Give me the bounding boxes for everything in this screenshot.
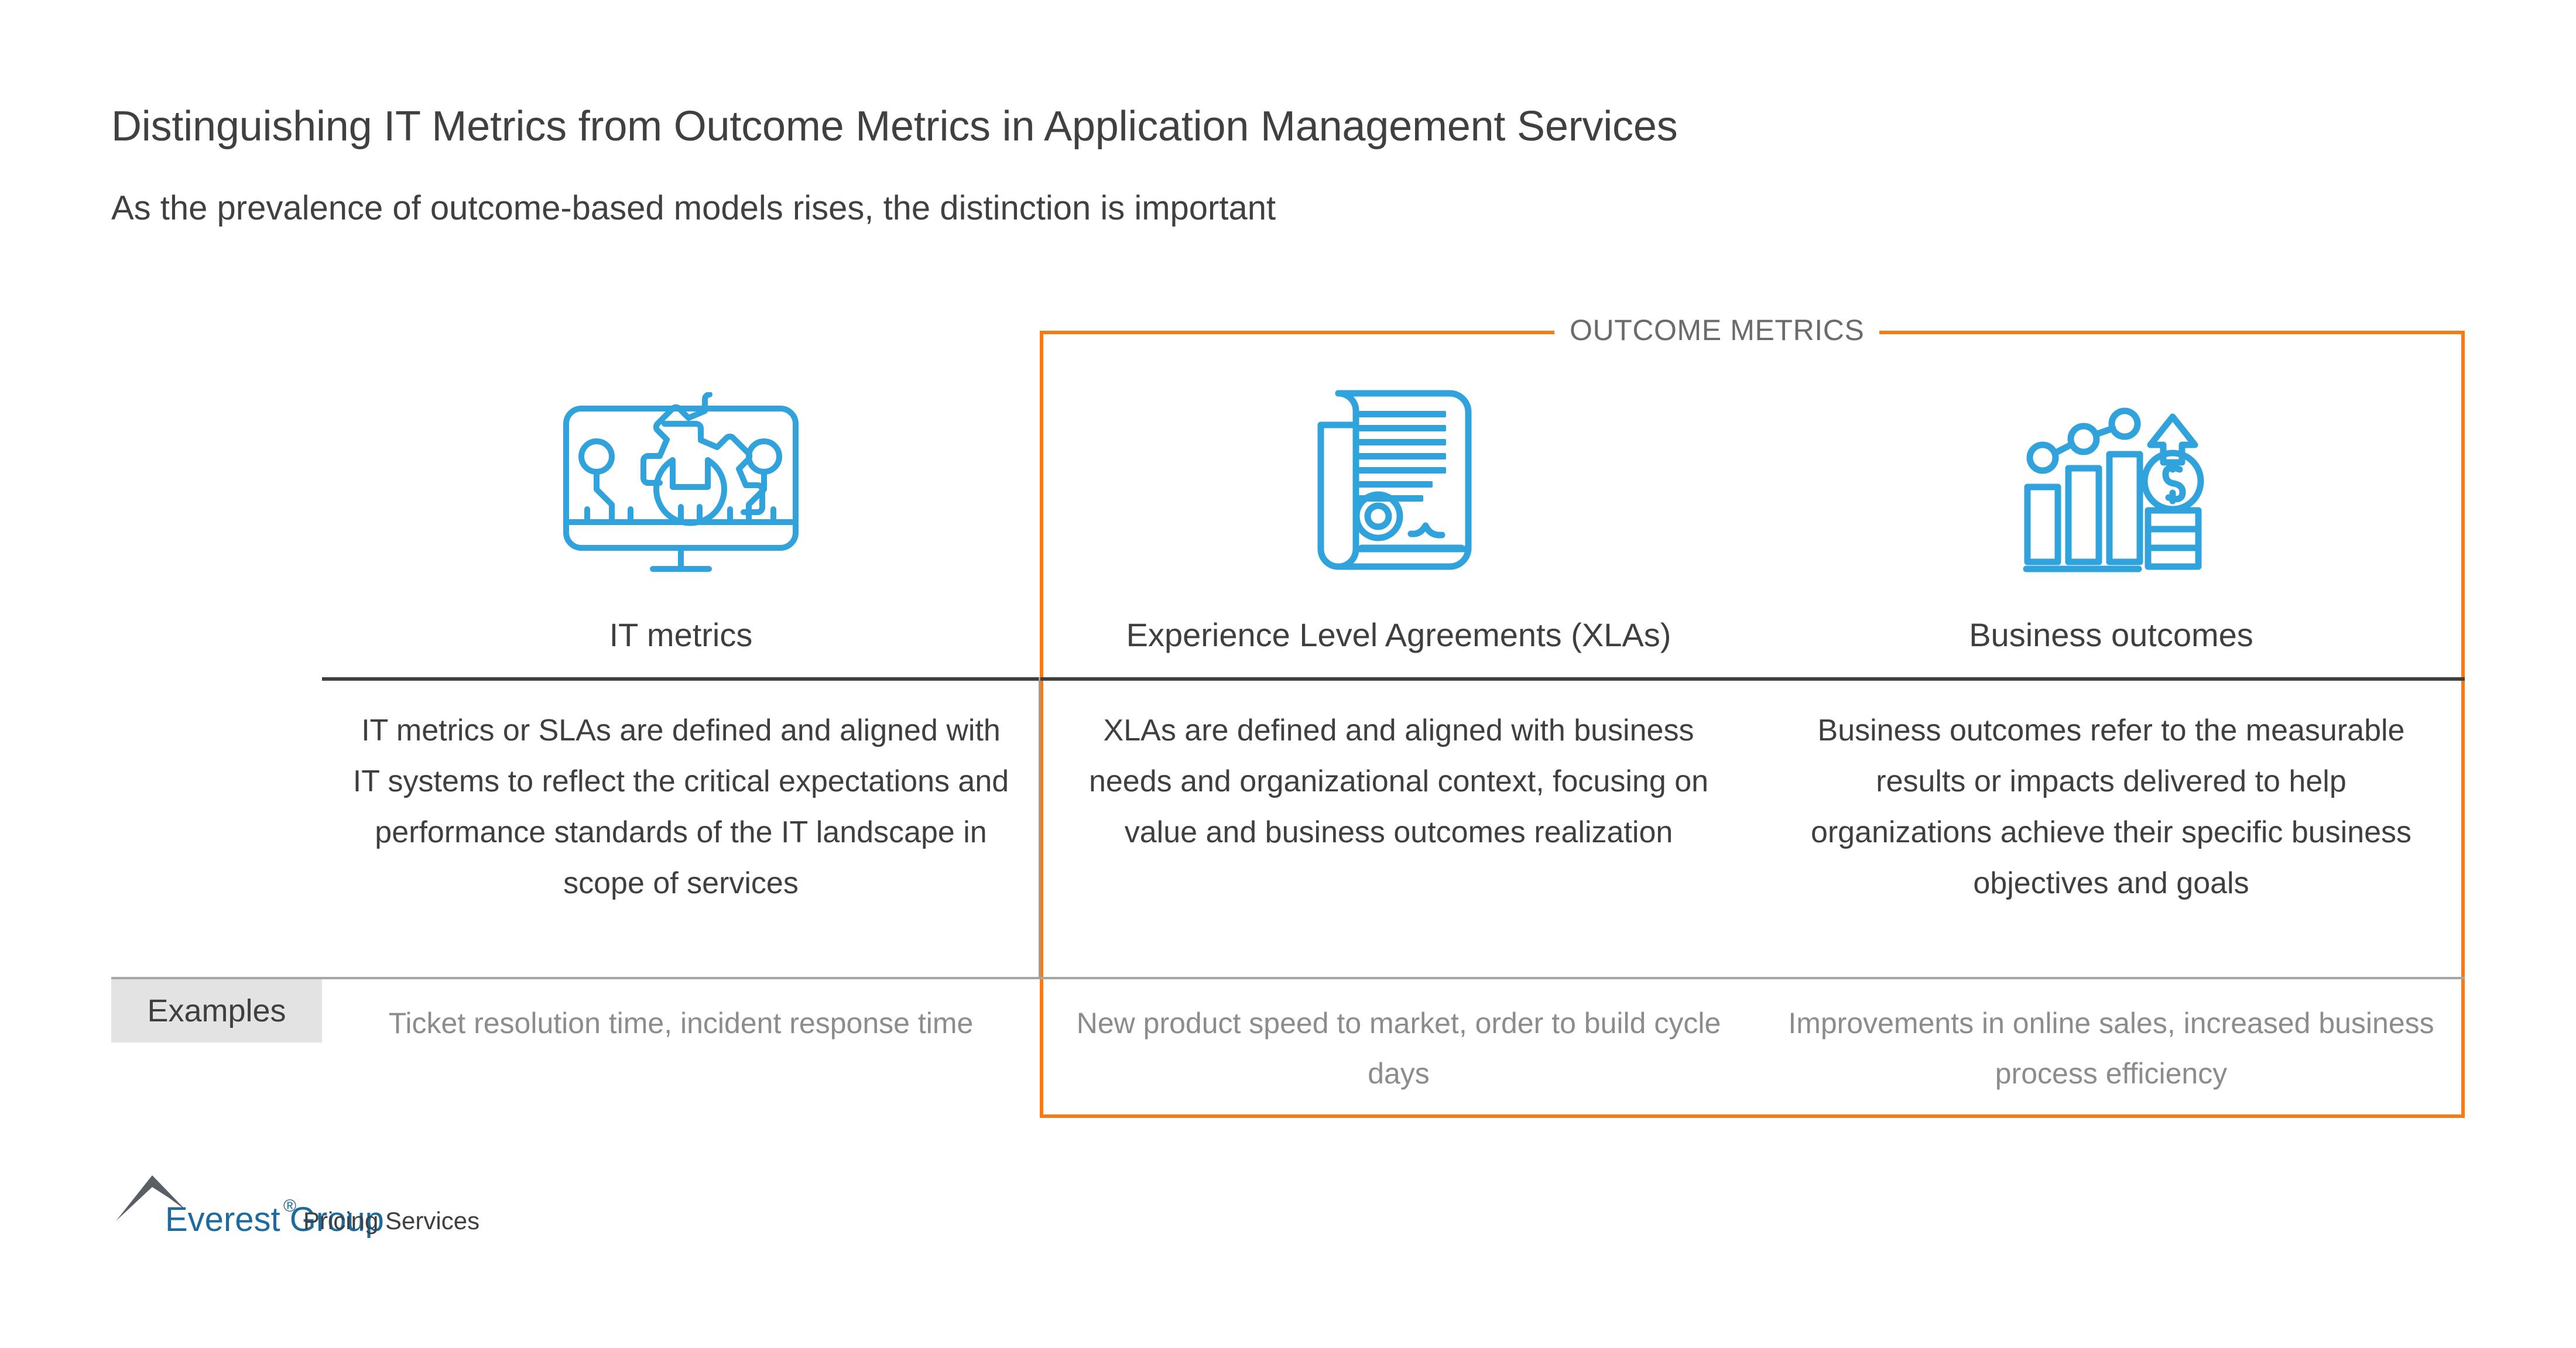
column-icon-it-metrics bbox=[322, 386, 1040, 574]
page-title: Distinguishing IT Metrics from Outcome M… bbox=[111, 103, 1678, 150]
logo-wordmark: Everest Group bbox=[165, 1200, 384, 1239]
monitor-gear-wrench-icon bbox=[563, 392, 799, 572]
page-subtitle: As the prevalence of outcome-based model… bbox=[111, 189, 1276, 227]
column-icon-business-outcomes bbox=[1758, 386, 2465, 574]
header-divider-rule bbox=[322, 677, 2465, 681]
column-heading-it-metrics: IT metrics bbox=[609, 616, 753, 653]
column-heading-business-outcomes: Business outcomes bbox=[1969, 616, 2253, 653]
column-icon-xlas bbox=[1040, 386, 1758, 574]
column-examples-it-metrics: Ticket resolution time, incident respons… bbox=[388, 1007, 974, 1040]
column-examples-business-outcomes: Improvements in online sales, increased … bbox=[1788, 1007, 2434, 1090]
registered-trademark-icon: ® bbox=[283, 1196, 297, 1216]
row-label-examples: Examples bbox=[111, 979, 322, 1042]
column-examples-xlas: New product speed to market, order to bu… bbox=[1076, 1007, 1721, 1090]
bar-chart-growth-dollar-icon bbox=[2023, 407, 2204, 572]
column-description-business-outcomes: Business outcomes refer to the measurabl… bbox=[1810, 714, 2412, 900]
column-description-it-metrics: IT metrics or SLAs are defined and align… bbox=[352, 714, 1009, 900]
column-heading-xlas: Experience Level Agreements (XLAs) bbox=[1126, 616, 1671, 653]
column-divider-vertical bbox=[1039, 677, 1040, 979]
mountain-peak-icon bbox=[116, 1175, 186, 1221]
certificate-scroll-icon bbox=[1317, 390, 1472, 570]
examples-divider-rule bbox=[111, 977, 2465, 979]
logo-tagline: Pricing Services bbox=[303, 1207, 480, 1234]
everest-group-logo: Everest Group ® Pricing Services bbox=[115, 1171, 560, 1247]
outcome-metrics-group-label: OUTCOME METRICS bbox=[1554, 311, 1880, 349]
column-description-xlas: XLAs are defined and aligned with busine… bbox=[1088, 714, 1709, 849]
